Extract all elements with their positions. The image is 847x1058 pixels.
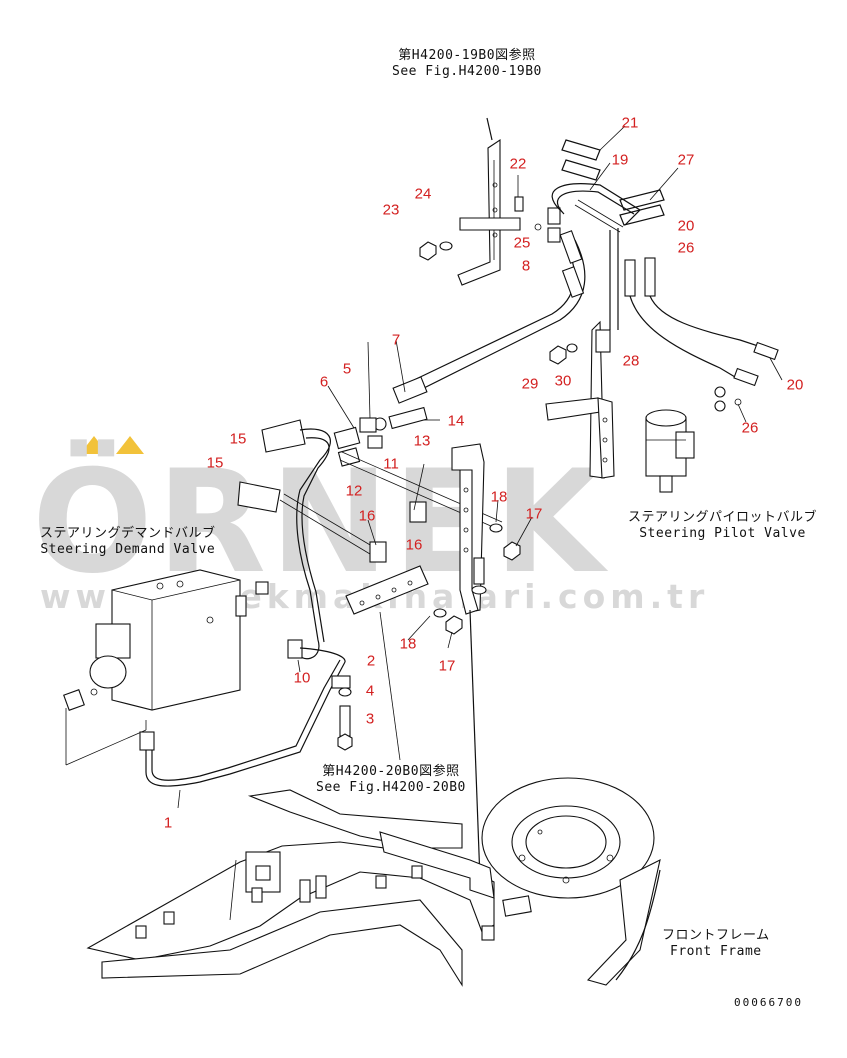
callout-15: 15 (229, 430, 247, 448)
callout-20b: 20 (786, 376, 804, 394)
callout-17: 17 (525, 505, 543, 523)
ref-h4200-20b0-en: See Fig.H4200-20B0 (316, 780, 466, 795)
leader-lines (177, 125, 783, 809)
callout-29: 29 (521, 375, 539, 393)
callout-4: 4 (365, 682, 375, 700)
steering-demand-valve (63, 569, 269, 766)
callout-17b: 17 (438, 657, 456, 675)
callout-7: 7 (391, 331, 401, 349)
ref-h4200-20b0: 第H4200-20B0図参照 See Fig.H4200-20B0 (316, 764, 466, 796)
upper-hoses (551, 139, 665, 330)
callout-3: 3 (365, 710, 375, 728)
callout-5: 5 (342, 360, 352, 378)
hose-7 (392, 230, 586, 404)
callout-26b: 26 (741, 419, 759, 437)
callout-18b: 18 (399, 635, 417, 653)
front-frame (86, 777, 661, 987)
callout-23: 23 (382, 201, 400, 219)
callout-25: 25 (513, 234, 531, 252)
hose-1 (139, 647, 346, 787)
callout-16b: 16 (405, 536, 423, 554)
label-steering-pilot-valve-jp: ステアリングパイロットバルブ (628, 510, 818, 525)
callout-20: 20 (677, 217, 695, 235)
label-front-frame: フロントフレーム Front Frame (662, 928, 770, 960)
callout-19: 19 (611, 151, 629, 169)
steering-pilot-valve (645, 409, 695, 493)
callout-28: 28 (622, 352, 640, 370)
callout-12: 12 (345, 482, 363, 500)
clamp-bolt (331, 675, 353, 751)
label-front-frame-en: Front Frame (670, 944, 762, 959)
callout-1: 1 (163, 814, 173, 832)
callout-30: 30 (554, 372, 572, 390)
callout-10: 10 (293, 669, 311, 687)
callout-24: 24 (414, 185, 432, 203)
callout-14: 14 (447, 412, 465, 430)
callout-8: 8 (521, 257, 531, 275)
hose-14 (373, 406, 428, 431)
watermark-umlaut-marks (80, 436, 144, 454)
label-steering-pilot-valve-en: Steering Pilot Valve (639, 526, 806, 541)
nut-23-washer-24 (419, 241, 453, 261)
ref-h4200-20b0-jp: 第H4200-20B0図参照 (322, 764, 460, 779)
right-bracket (545, 320, 615, 479)
column-bracket (457, 117, 521, 286)
callout-11: 11 (383, 455, 399, 473)
ref-h4200-19b0-jp: 第H4200-19B0図参照 (398, 48, 536, 63)
callout-22: 22 (509, 155, 527, 173)
vertical-bracket (451, 443, 521, 881)
label-steering-demand-valve: ステアリングデマンドバルブ Steering Demand Valve (40, 526, 216, 558)
callout-16: 16 (358, 507, 376, 525)
left-fittings (333, 417, 383, 467)
label-steering-pilot-valve: ステアリングパイロットバルブ Steering Pilot Valve (628, 510, 817, 542)
label-steering-demand-valve-en: Steering Demand Valve (40, 542, 216, 557)
label-steering-demand-valve-jp: ステアリングデマンドバルブ (40, 526, 216, 541)
callout-21: 21 (621, 114, 639, 132)
callout-26: 26 (677, 239, 695, 257)
callout-18: 18 (490, 488, 508, 506)
callout-2: 2 (366, 652, 376, 670)
label-front-frame-jp: フロントフレーム (662, 928, 770, 943)
hose-15-loop (237, 419, 383, 660)
drawing-code: 00066700 (734, 996, 803, 1009)
ref-h4200-19b0: 第H4200-19B0図参照 See Fig.H4200-19B0 (392, 48, 542, 80)
ref-h4200-19b0-en: See Fig.H4200-19B0 (392, 64, 542, 79)
callout-15b: 15 (206, 454, 224, 472)
callout-6: 6 (319, 373, 329, 391)
callout-27: 27 (677, 151, 695, 169)
callout-13: 13 (413, 432, 431, 450)
right-hoses (624, 257, 779, 412)
